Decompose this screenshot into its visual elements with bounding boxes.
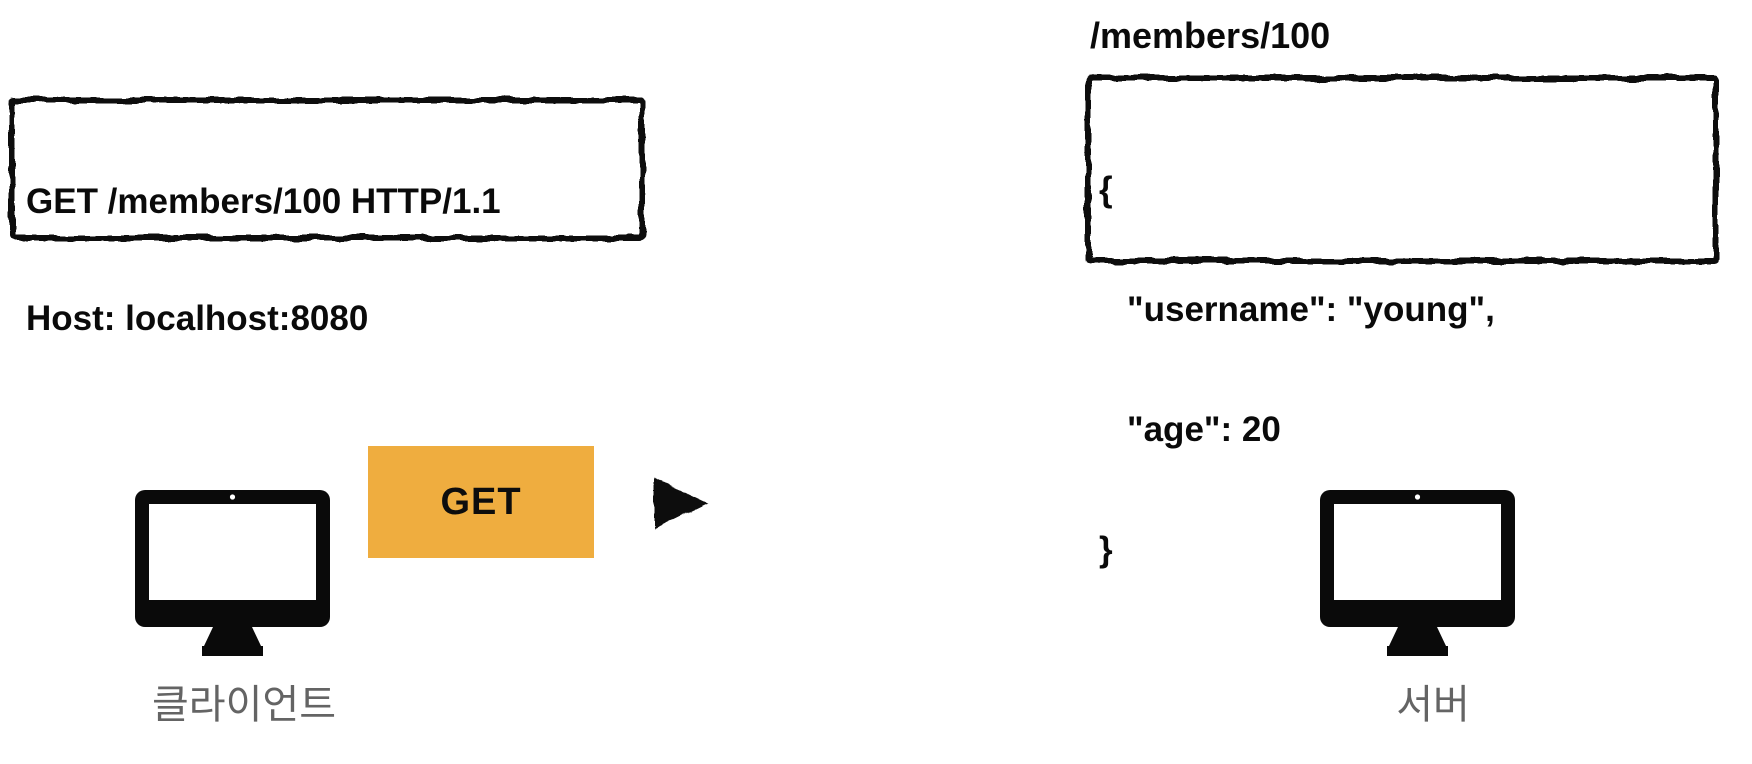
- request-line: GET /members/100 HTTP/1.1: [26, 182, 501, 221]
- json-username-line: "username": "young",: [1127, 290, 1495, 329]
- request-host-line: Host: localhost:8080: [26, 299, 369, 338]
- client-monitor-icon: [135, 490, 330, 656]
- json-open-brace: {: [1099, 170, 1113, 209]
- method-get-box: GET: [368, 446, 594, 558]
- client-label: 클라이언트: [152, 683, 336, 727]
- request-box-border: [9, 97, 645, 241]
- method-get-label: GET: [440, 480, 522, 523]
- response-box-border: [1085, 75, 1719, 264]
- response-path-title: /members/100: [1090, 15, 1331, 56]
- server-label: 서버: [1396, 683, 1470, 727]
- request-arrow-head: [654, 478, 707, 529]
- json-close-brace: }: [1099, 530, 1113, 569]
- response-json-box: { "username": "young", "age": 20 }: [1099, 90, 1495, 650]
- json-age-line: "age": 20: [1127, 410, 1281, 449]
- http-request-box: GET /members/100 HTTP/1.1 Host: localhos…: [26, 104, 501, 416]
